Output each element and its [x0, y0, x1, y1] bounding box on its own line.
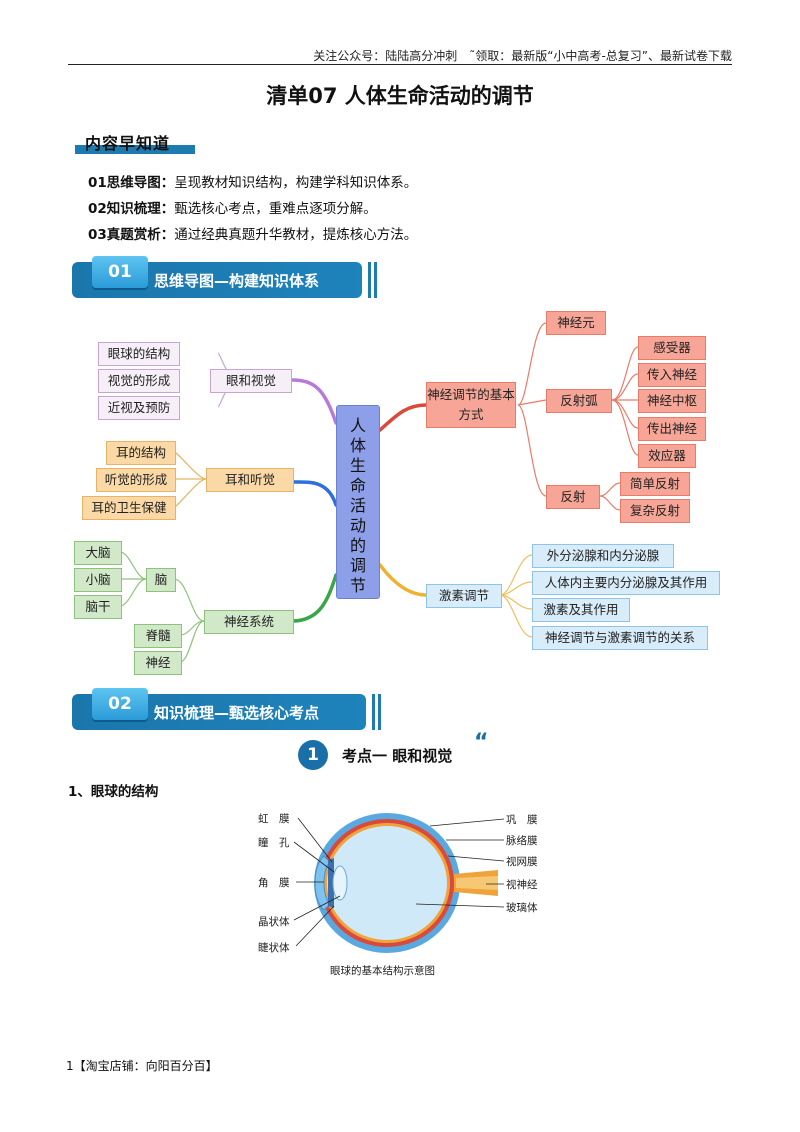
label-iris: 虹 膜	[258, 813, 290, 825]
section-title: 思维导图—构建知识体系	[154, 272, 320, 290]
node-simple-reflex: 简单反射	[620, 472, 690, 496]
node-nerve-center: 神经中枢	[638, 389, 706, 413]
intro-label: 02知识梳理：	[88, 201, 175, 217]
label-ciliary-body: 睫状体	[258, 942, 290, 954]
section-title: 知识梳理—甄选核心考点	[154, 704, 320, 722]
ribbon-label: 内容早知道	[85, 134, 171, 153]
intro-ribbon: 内容早知道	[75, 130, 195, 154]
node-effector: 效应器	[638, 444, 696, 468]
node-myopia: 近视及预防	[98, 396, 180, 420]
intro-text: 通过经典真题升华教材，提炼核心方法。	[174, 227, 418, 243]
node-nervous-system: 神经系统	[204, 610, 294, 634]
page-header: 关注公众号：陆陆高分冲刺 ˜领取：最新版“小中高考-总复习”、最新试卷下载	[313, 49, 732, 63]
label-pupil: 瞳 孔	[258, 837, 290, 849]
node-reflex-arc: 反射弧	[546, 389, 612, 413]
label-sclera: 巩 膜	[506, 814, 538, 826]
intro-text: 甄选核心考点，重难点逐项分解。	[174, 201, 377, 217]
label-vitreous: 玻璃体	[506, 902, 538, 914]
node-cerebrum: 大脑	[74, 541, 122, 565]
node-receptor: 感受器	[638, 336, 706, 360]
page-footer: 1【淘宝店铺：向阳百分百】	[66, 1059, 218, 1073]
header-divider	[68, 64, 732, 65]
node-center: 人体生命活动的调节	[336, 405, 380, 599]
label-choroid: 脉络膜	[506, 835, 538, 847]
intro-line-3: 03真题赏析：通过经典真题升华教材，提炼核心方法。	[88, 223, 417, 243]
node-hearing-formation: 听觉的形成	[96, 468, 176, 492]
page-title: 清单07 人体生命活动的调节	[266, 84, 534, 108]
node-complex-reflex: 复杂反射	[620, 499, 690, 523]
node-brain: 脑	[146, 568, 176, 592]
node-relationship: 神经调节与激素调节的关系	[532, 626, 708, 650]
node-spinal-cord: 脊髓	[134, 624, 182, 648]
node-ear-structure: 耳的结构	[106, 441, 176, 465]
center-label: 人体生命活动的调节	[350, 416, 367, 595]
label-cornea: 角 膜	[258, 877, 290, 889]
section-number: 02	[92, 688, 148, 720]
node-vision-formation: 视觉的形成	[98, 369, 180, 393]
intro-line-2: 02知识梳理：甄选核心考点，重难点逐项分解。	[88, 197, 377, 217]
keypoint-title: 考点一 眼和视觉	[342, 747, 453, 765]
ribbon-bar	[75, 145, 195, 154]
intro-text: 呈现教材知识结构，构建学科知识体系。	[174, 175, 418, 191]
eyeball-illustration	[293, 813, 505, 953]
node-ear-hygiene: 耳的卫生保健	[82, 496, 176, 520]
quote-icon: “	[474, 730, 489, 755]
node-ear-hearing: 耳和听觉	[206, 468, 294, 492]
section-number: 01	[92, 256, 148, 288]
node-afferent-nerve: 传入神经	[638, 363, 706, 387]
keypoint-number: 1	[298, 740, 328, 770]
node-cerebellum: 小脑	[74, 568, 122, 592]
eye-diagram: 虹 膜 瞳 孔 角 膜 晶状体 睫状体 巩 膜 脉络膜 视网膜 视神经 玻璃体	[250, 800, 550, 985]
node-brainstem: 脑干	[74, 595, 122, 619]
node-eye-vision: 眼和视觉	[210, 369, 292, 393]
node-glands: 外分泌腺和内分泌腺	[532, 544, 674, 568]
node-hormones: 激素及其作用	[532, 598, 630, 622]
node-hormone-regulation: 激素调节	[426, 584, 502, 608]
intro-line-1: 01思维导图：呈现教材知识结构，构建学科知识体系。	[88, 171, 417, 191]
intro-label: 03真题赏析：	[88, 227, 175, 243]
node-neuron: 神经元	[546, 311, 606, 335]
node-reflex: 反射	[546, 485, 600, 509]
mind-map: 眼球的结构 视觉的形成 近视及预防 眼和视觉 耳的结构 听觉的形成 耳的卫生保健…	[70, 305, 730, 685]
label-retina: 视网膜	[506, 856, 538, 868]
label-optic-nerve: 视神经	[506, 879, 538, 891]
node-efferent-nerve: 传出神经	[638, 417, 706, 441]
node-endocrine-glands: 人体内主要内分泌腺及其作用	[532, 571, 720, 595]
label-lens: 晶状体	[258, 916, 290, 928]
node-nerve: 神经	[134, 651, 182, 675]
node-basic-method: 神经调节的基本方式	[426, 382, 516, 428]
intro-label: 01思维导图：	[88, 175, 175, 191]
subheading: 1、眼球的结构	[68, 784, 159, 800]
node-eyeball-structure: 眼球的结构	[98, 342, 180, 366]
eye-diagram-caption: 眼球的基本结构示意图	[330, 965, 435, 977]
